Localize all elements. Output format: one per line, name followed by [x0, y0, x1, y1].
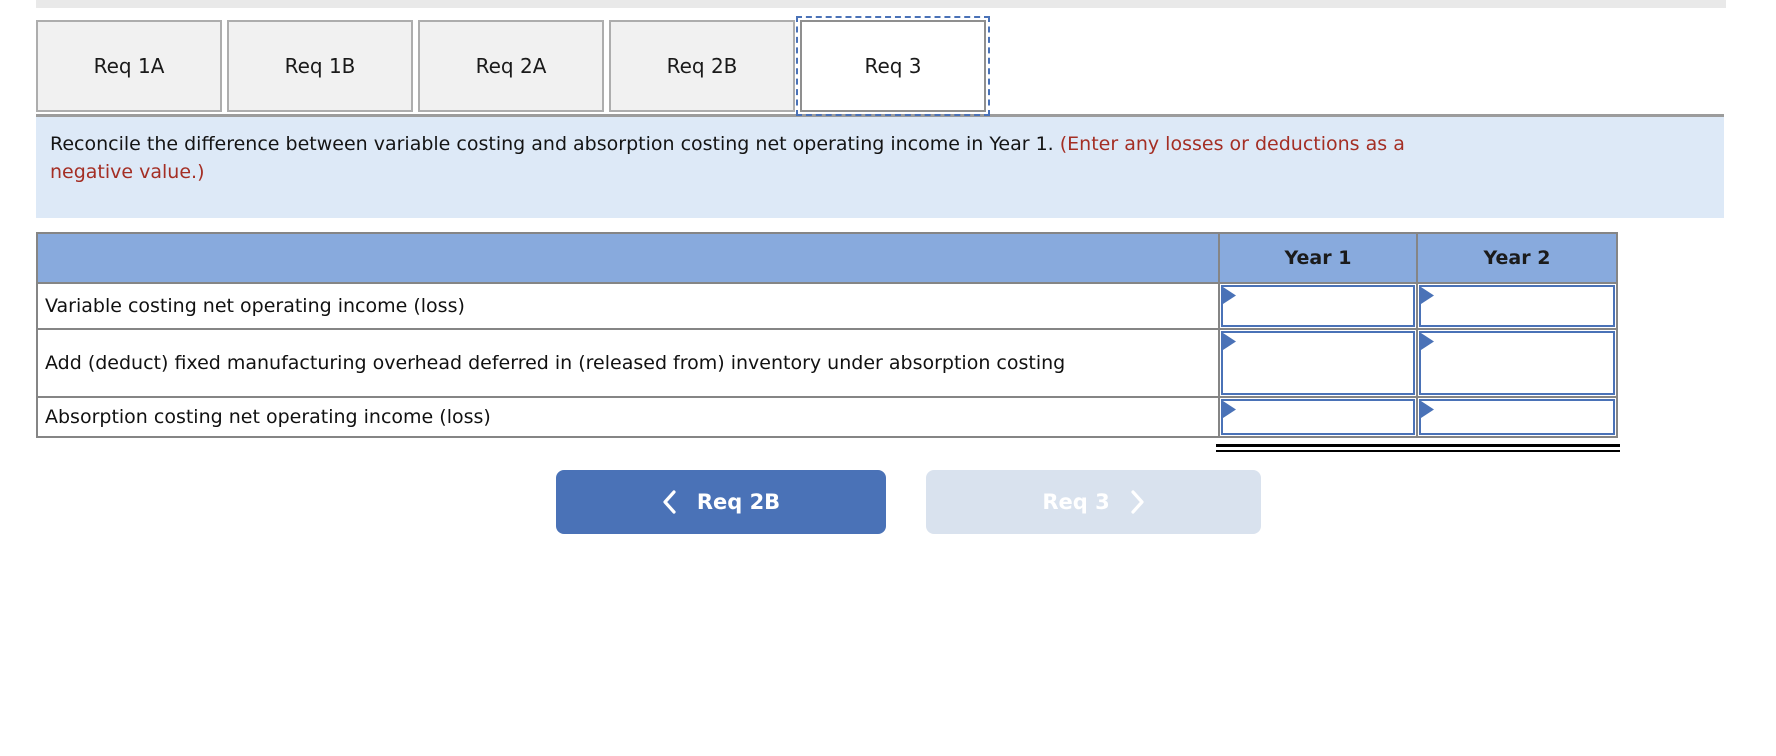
amount-input-year1-row1[interactable]	[1221, 285, 1415, 327]
table-row-variable-costing: Variable costing net operating income (l…	[36, 282, 1618, 330]
instruction-text: Reconcile the difference between variabl…	[50, 130, 1470, 186]
input-cell	[1218, 396, 1418, 438]
prev-requirement-button[interactable]: Req 2B	[556, 470, 886, 534]
instruction-warning-text: (Enter any losses or deductions as a neg…	[50, 133, 1405, 183]
input-cell	[1218, 328, 1418, 398]
col-header-year2: Year 2	[1416, 232, 1618, 284]
amount-input-year1-row2[interactable]	[1221, 331, 1415, 395]
input-cell	[1416, 396, 1618, 438]
amount-input-year2-row3[interactable]	[1419, 399, 1615, 435]
top-divider-strip	[36, 0, 1726, 8]
input-marker-icon	[1223, 401, 1236, 418]
next-requirement-button[interactable]: Req 3	[926, 470, 1261, 534]
row-label: Absorption costing net operating income …	[36, 396, 1220, 438]
col-header-year1: Year 1	[1218, 232, 1418, 284]
amount-input-year2-row2[interactable]	[1419, 331, 1615, 395]
input-cell	[1416, 328, 1618, 398]
table-row-fixed-overhead-deferred: Add (deduct) fixed manufacturing overhea…	[36, 328, 1618, 398]
input-cell	[1416, 282, 1618, 330]
instruction-main-text: Reconcile the difference between variabl…	[50, 133, 1054, 155]
next-button-label: Req 3	[1042, 490, 1110, 514]
table-header-row: Year 1 Year 2	[36, 232, 1618, 284]
tab-req-1b[interactable]: Req 1B	[227, 20, 413, 112]
tab-req-2b[interactable]: Req 2B	[609, 20, 795, 112]
table-corner-header	[36, 232, 1220, 284]
table-row-absorption-costing: Absorption costing net operating income …	[36, 396, 1618, 438]
double-underline	[1216, 444, 1620, 452]
chevron-right-icon	[1131, 490, 1144, 514]
tab-req-3[interactable]: Req 3	[796, 16, 990, 116]
input-marker-icon	[1421, 333, 1434, 350]
input-cell	[1218, 282, 1418, 330]
chevron-left-icon	[663, 490, 676, 514]
input-marker-icon	[1421, 287, 1434, 304]
requirement-tabs: Req 1A Req 1B Req 2A Req 2B Req 3	[36, 16, 990, 116]
row-label: Add (deduct) fixed manufacturing overhea…	[36, 328, 1220, 398]
amount-input-year1-row3[interactable]	[1221, 399, 1415, 435]
reconciliation-table-wrap: Year 1 Year 2 Variable costing net opera…	[36, 232, 1620, 452]
instruction-banner: Reconcile the difference between variabl…	[36, 114, 1724, 218]
amount-input-year2-row1[interactable]	[1419, 285, 1615, 327]
row-label: Variable costing net operating income (l…	[36, 282, 1220, 330]
tab-req-1a[interactable]: Req 1A	[36, 20, 222, 112]
requirement-nav: Req 2B Req 3	[556, 470, 1261, 534]
prev-button-label: Req 2B	[696, 490, 781, 514]
tab-req-2a[interactable]: Req 2A	[418, 20, 604, 112]
input-marker-icon	[1421, 401, 1434, 418]
input-marker-icon	[1223, 333, 1236, 350]
reconciliation-table: Year 1 Year 2 Variable costing net opera…	[36, 232, 1618, 438]
input-marker-icon	[1223, 287, 1236, 304]
